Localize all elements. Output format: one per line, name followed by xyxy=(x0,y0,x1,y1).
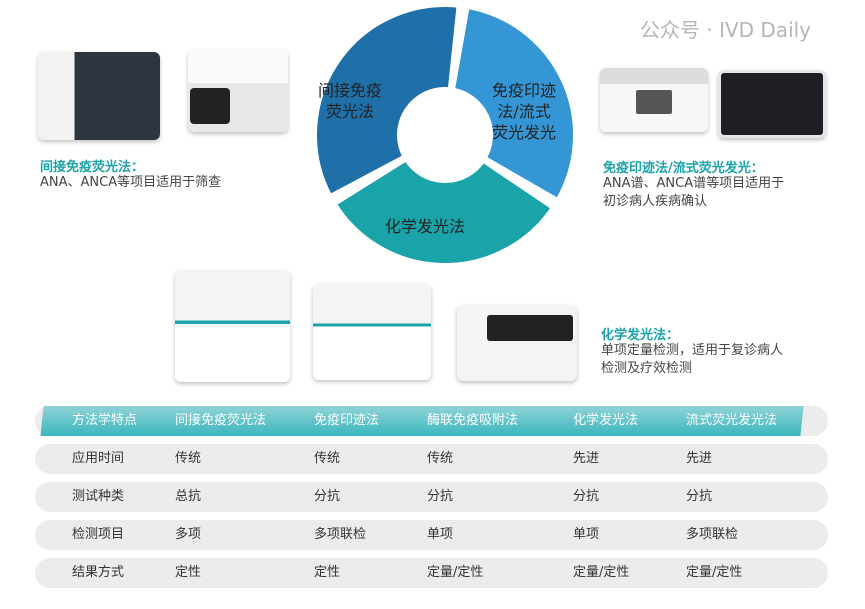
table-header-cell: 酶联免疫吸附法 xyxy=(427,413,519,428)
table-cell: 传统 xyxy=(314,451,341,466)
table-row xyxy=(35,520,828,550)
ring-label-ifa: 间接免疫荧光法 xyxy=(318,81,383,121)
table-cell: 多项联检 xyxy=(686,527,739,542)
table-row xyxy=(35,482,828,512)
methodology-ring xyxy=(313,3,577,267)
table-cell: 多项联检 xyxy=(314,527,367,542)
ifa-instrument-image xyxy=(38,52,160,140)
table-cell: 多项 xyxy=(175,527,202,542)
watermark: 公众号 · IVD Daily xyxy=(640,18,812,42)
ring-segment-blot xyxy=(450,4,577,203)
table-cell: 传统 xyxy=(427,451,454,466)
table-cell: 单项 xyxy=(427,527,454,542)
ring-label-blot: 免疫印迹法/流式荧光发光 xyxy=(492,81,557,142)
table-cell: 定量/定性 xyxy=(573,565,630,580)
row-label: 结果方式 xyxy=(72,565,125,580)
row-label: 应用时间 xyxy=(72,451,125,466)
row-label: 检测项目 xyxy=(72,527,125,542)
table-header-cell: 化学发光法 xyxy=(573,413,639,428)
ring-segment-ifa xyxy=(313,3,461,199)
table-header-cell: 流式荧光发光法 xyxy=(686,413,778,428)
table-cell: 先进 xyxy=(573,451,600,466)
clia-analyzer-2-image xyxy=(313,283,431,380)
clia-analyzer-3-image xyxy=(457,305,577,381)
table-header-cell: 方法学特点 xyxy=(72,413,138,428)
ring-segment-clia xyxy=(331,156,556,267)
table-cell: 定量/定性 xyxy=(427,565,484,580)
blot-instrument-image xyxy=(600,68,708,132)
table-header-cell: 免疫印迹法 xyxy=(314,413,380,428)
caption-text-blot: ANA谱、ANCA谱等项目适用于初诊病人疾病确认 xyxy=(603,176,785,209)
table-cell: 定性 xyxy=(175,565,202,580)
caption-title-blot: 免疫印迹法/流式荧光发光： xyxy=(603,161,764,176)
table-cell: 传统 xyxy=(175,451,202,466)
table-cell: 总抗 xyxy=(175,489,202,504)
caption-text-clia: 单项定量检测，适用于复诊病人检测及疗效检测 xyxy=(601,343,784,376)
table-cell: 定量/定性 xyxy=(686,565,743,580)
table-cell: 分抗 xyxy=(573,489,600,504)
table-header-cell: 间接免疫荧光法 xyxy=(175,413,267,428)
caption-title-ifa: 间接免疫荧光法： xyxy=(40,160,145,175)
table-cell: 分抗 xyxy=(686,489,713,504)
flow-instrument-image xyxy=(718,70,826,138)
ifa-scanner-image xyxy=(188,50,288,132)
caption-title-clia: 化学发光法： xyxy=(601,328,680,343)
row-label: 测试种类 xyxy=(72,489,125,504)
table-cell: 分抗 xyxy=(314,489,341,504)
table-row xyxy=(35,444,828,474)
table-row xyxy=(35,558,828,588)
caption-text-ifa: ANA、ANCA等项目适用于筛查 xyxy=(40,175,222,190)
ring-label-clia: 化学发光法 xyxy=(385,217,466,236)
clia-analyzer-1-image xyxy=(175,270,290,382)
table-cell: 单项 xyxy=(573,527,600,542)
table-cell: 分抗 xyxy=(427,489,454,504)
table-cell: 定性 xyxy=(314,565,341,580)
table-cell: 先进 xyxy=(686,451,713,466)
